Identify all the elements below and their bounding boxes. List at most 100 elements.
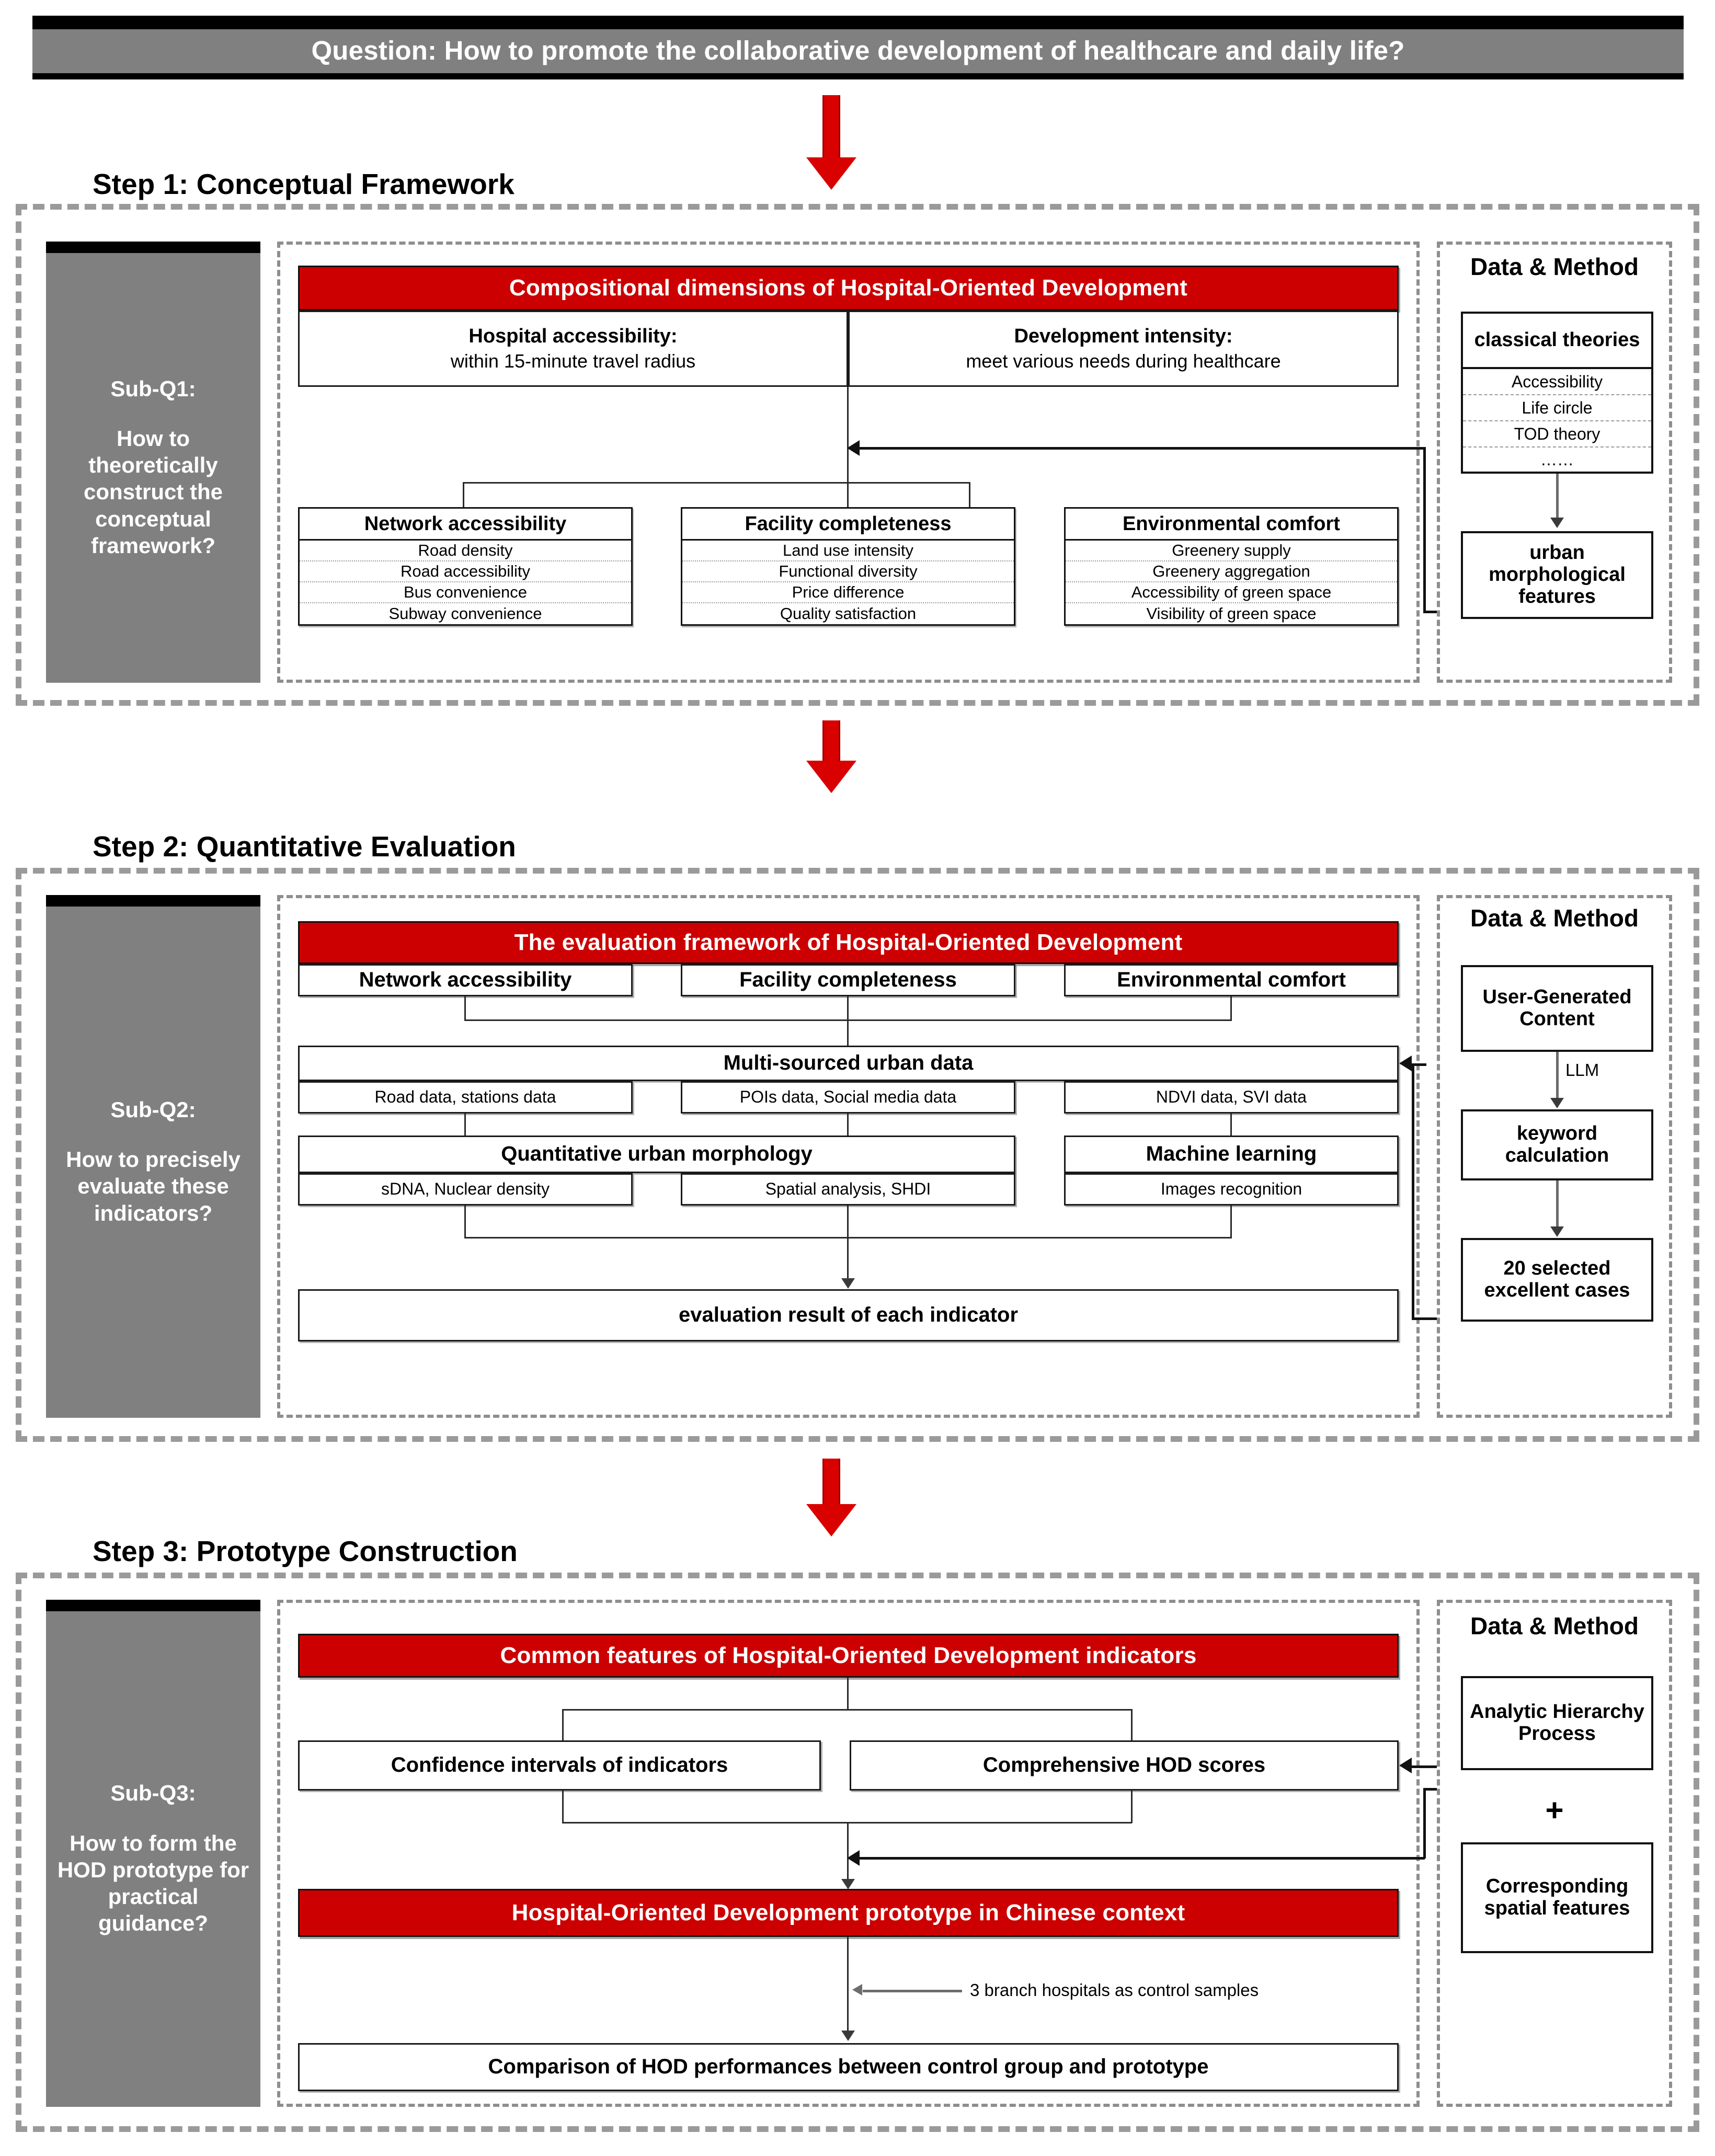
multi-sourced-urban-data-label: Multi-sourced urban data bbox=[723, 1051, 974, 1075]
data-item-pois: POIs data, Social media data bbox=[681, 1081, 1015, 1114]
dimension-box-network-accessibility: Network accessibility bbox=[298, 964, 633, 996]
connector-result-left bbox=[464, 1206, 466, 1238]
evaluation-result-label: evaluation result of each indicator bbox=[678, 1303, 1019, 1327]
list-item: Price difference bbox=[682, 582, 1014, 603]
card-list: Greenery supply Greenery aggregation Acc… bbox=[1064, 541, 1399, 626]
selected-cases-box: 20 selected excellent cases bbox=[1461, 1238, 1653, 1322]
method-item-images: Images recognition bbox=[1064, 1173, 1399, 1206]
list-item: TOD theory bbox=[1463, 421, 1651, 448]
indicator-card-facility-completeness: Facility completeness Land use intensity… bbox=[681, 507, 1015, 626]
card-list: Road density Road accessibility Bus conv… bbox=[298, 541, 633, 626]
data-item-ndvi: NDVI data, SVI data bbox=[1064, 1081, 1399, 1114]
comparison-box: Comparison of HOD performances between c… bbox=[298, 2043, 1399, 2091]
method-item-spatial: Spatial analysis, SHDI bbox=[681, 1173, 1015, 1206]
arrow-left-into-framework bbox=[847, 440, 860, 456]
dm-arrow-down-2 bbox=[1550, 1226, 1564, 1237]
connector-mid-left-drop bbox=[562, 1709, 564, 1741]
connector-dim-mid-down bbox=[847, 996, 849, 1020]
connector-to-morph-left bbox=[464, 1114, 466, 1137]
flow-arrow-to-step3 bbox=[806, 1459, 856, 1536]
step-2-title: Step 2: Quantitative Evaluation bbox=[81, 832, 528, 861]
step-3-prototype-banner-text: Hospital-Oriented Development prototype … bbox=[511, 1900, 1185, 1925]
analytic-hierarchy-process-box: Analytic Hierarchy Process bbox=[1461, 1676, 1653, 1770]
method-item-label: sDNA, Nuclear density bbox=[381, 1179, 550, 1199]
flow-arrow-to-step2 bbox=[806, 720, 856, 793]
connector-drop-middle bbox=[847, 482, 849, 508]
connector-to-morph-mid bbox=[847, 1114, 849, 1137]
list-item: Quality satisfaction bbox=[780, 604, 917, 623]
card-list: Land use intensity Functional diversity … bbox=[681, 541, 1015, 626]
step-1-data-method-panel: Data & Method classical theories Accessi… bbox=[1437, 242, 1672, 683]
connector-dm3-v bbox=[1423, 1788, 1426, 1859]
mid-box-label: Confidence intervals of indicators bbox=[391, 1753, 728, 1777]
data-item-label: NDVI data, SVI data bbox=[1156, 1087, 1307, 1107]
sub-q3-sidebar: Sub-Q3: How to form the HOD prototype fo… bbox=[46, 1600, 260, 2107]
card-title: Facility completeness bbox=[681, 507, 1015, 541]
list-item: Land use intensity bbox=[682, 541, 1014, 561]
connector-dim-right-down bbox=[1230, 996, 1232, 1020]
step-2-red-banner: The evaluation framework of Hospital-Ori… bbox=[298, 921, 1399, 964]
connector-dm-to-framework bbox=[857, 447, 1425, 450]
quantitative-urban-morphology-header: Quantitative urban morphology bbox=[298, 1136, 1015, 1173]
sub-q1-label: Sub-Q1: bbox=[110, 376, 196, 401]
llm-edge-label: LLM bbox=[1565, 1060, 1599, 1080]
method-header-label: Quantitative urban morphology bbox=[501, 1142, 813, 1166]
dm-connector bbox=[1556, 474, 1559, 522]
step-2-data-method-panel: Data & Method User-Generated Content LLM… bbox=[1437, 895, 1672, 1418]
connector-mid-left-down2 bbox=[562, 1791, 564, 1823]
list-item: Accessibility bbox=[1463, 369, 1651, 395]
dimension-cell-hospital-accessibility: Hospital accessibility: within 15-minute… bbox=[298, 311, 848, 387]
urban-morphological-features-box: urban morphological features bbox=[1461, 531, 1653, 619]
list-item: Road accessibility bbox=[300, 561, 631, 582]
arrow-down-to-prototype bbox=[841, 1879, 855, 1889]
connector-banner-down bbox=[847, 1678, 849, 1710]
comprehensive-hod-scores-box: Comprehensive HOD scores bbox=[850, 1740, 1399, 1791]
plus-sign: + bbox=[1545, 1793, 1564, 1828]
arrow-down-to-comparison bbox=[841, 2031, 855, 2041]
dm-arrow-down-1 bbox=[1550, 1098, 1564, 1108]
method-item-label: Images recognition bbox=[1160, 1179, 1302, 1199]
card-title: Network accessibility bbox=[298, 507, 633, 541]
question-text: Question: How to promote the collaborati… bbox=[311, 35, 1405, 65]
list-item: Greenery aggregation bbox=[1066, 561, 1397, 582]
step-3-title: Step 3: Prototype Construction bbox=[81, 1537, 529, 1566]
list-item: Functional diversity bbox=[682, 561, 1014, 582]
dm-arrow-down bbox=[1550, 518, 1564, 528]
dimension-box-environmental-comfort: Environmental comfort bbox=[1064, 964, 1399, 996]
step-1-red-banner-text: Compositional dimensions of Hospital-Ori… bbox=[509, 275, 1188, 301]
arrow-left-branch-note bbox=[852, 1984, 862, 1996]
data-method-title: Data & Method bbox=[1470, 253, 1639, 280]
dimension-title: Development intensity: bbox=[1014, 325, 1233, 348]
data-item-label: POIs data, Social media data bbox=[739, 1087, 957, 1107]
sub-q2-sidebar: Sub-Q2: How to precisely evaluate these … bbox=[46, 895, 260, 1418]
arrow-left-into-hod-scores bbox=[1399, 1758, 1412, 1773]
connector-horizontal-bus bbox=[463, 482, 970, 484]
dimension-detail: meet various needs during healthcare bbox=[966, 350, 1281, 372]
connector-cases-to-data-h2 bbox=[1412, 1063, 1426, 1066]
data-item-label: Road data, stations data bbox=[374, 1087, 556, 1107]
step-1-title: Step 1: Conceptual Framework bbox=[81, 170, 526, 199]
classical-theories-list: Accessibility Life circle TOD theory …… bbox=[1461, 369, 1653, 474]
step-1-red-banner: Compositional dimensions of Hospital-Ori… bbox=[298, 266, 1399, 311]
connector-drop-left bbox=[463, 482, 464, 508]
indicator-card-network-accessibility: Network accessibility Road density Road … bbox=[298, 507, 633, 626]
sub-q2-text: How to precisely evaluate these indicato… bbox=[66, 1147, 241, 1225]
indicator-card-environmental-comfort: Environmental comfort Greenery supply Gr… bbox=[1064, 507, 1399, 626]
step-3-red-banner-text: Common features of Hospital-Oriented Dev… bbox=[500, 1643, 1197, 1668]
connector-branch-note bbox=[863, 1990, 962, 1992]
connector-dim-left-down bbox=[464, 996, 466, 1020]
sub-q2-label: Sub-Q2: bbox=[110, 1097, 196, 1122]
connector-vertical-main bbox=[847, 387, 849, 483]
data-method-title: Data & Method bbox=[1470, 904, 1639, 932]
sub-q1-text: How to theoretically construct the conce… bbox=[83, 426, 223, 558]
confidence-intervals-box: Confidence intervals of indicators bbox=[298, 1740, 821, 1791]
step-3-prototype-banner: Hospital-Oriented Development prototype … bbox=[298, 1889, 1399, 1937]
list-item: …… bbox=[1540, 450, 1574, 469]
comparison-label: Comparison of HOD performances between c… bbox=[488, 2055, 1209, 2079]
connector-result-drop bbox=[847, 1206, 849, 1281]
mid-box-label: Comprehensive HOD scores bbox=[982, 1753, 1266, 1777]
list-item: Subway convenience bbox=[388, 604, 542, 623]
dm-connector-2 bbox=[1556, 1180, 1559, 1231]
list-item: Greenery supply bbox=[1066, 541, 1397, 561]
list-item: Visibility of green space bbox=[1146, 604, 1317, 623]
